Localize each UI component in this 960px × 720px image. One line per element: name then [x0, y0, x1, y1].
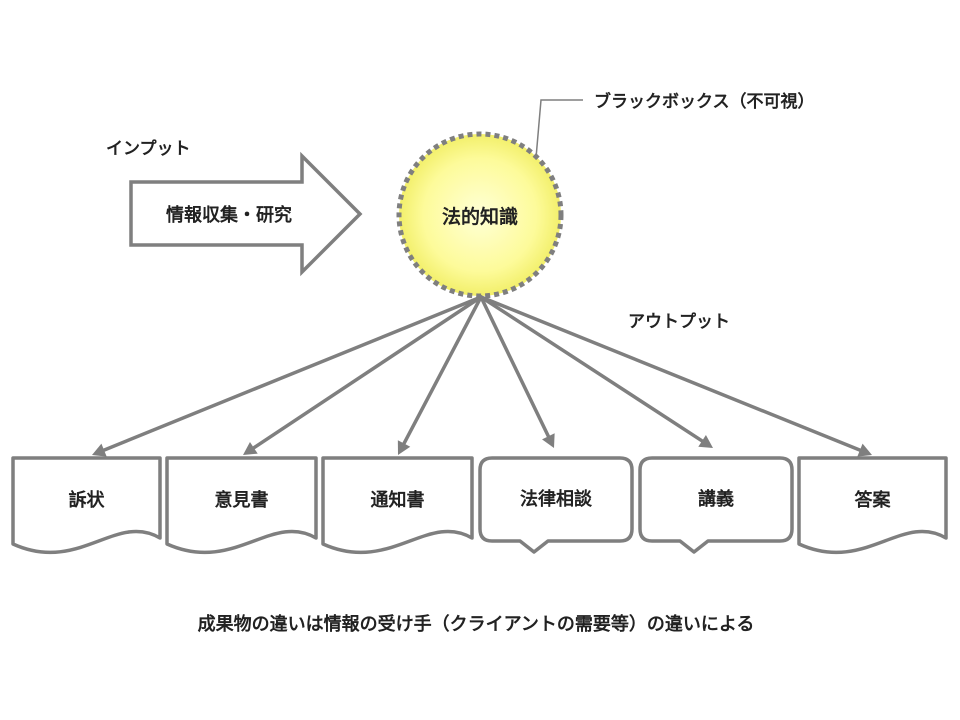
output-item-3: 通知書 — [321, 456, 474, 555]
core-knowledge: 法的知識 — [396, 131, 564, 299]
output-items: 訴状 意見書 通知書 法律相談 講義 答案 — [11, 456, 948, 555]
arrow-shaft — [402, 295, 483, 446]
arrow-head — [542, 433, 555, 448]
blackbox-label: ブラックボックス（不可視） — [594, 91, 815, 112]
arrow-head — [397, 440, 411, 455]
document-shape — [11, 456, 162, 555]
fan-arrow-2 — [243, 295, 483, 455]
blackbox-callout: ブラックボックス（不可視） — [535, 91, 815, 159]
arrow-head — [857, 443, 872, 457]
document-shape — [797, 456, 948, 555]
output-item-4: 法律相談 — [478, 456, 634, 554]
fan-arrow-1 — [92, 295, 483, 457]
fan-arrow-3 — [397, 295, 483, 455]
input-label: インプット — [106, 138, 191, 159]
output-item-label: 法律相談 — [520, 488, 593, 510]
output-item-label: 訴状 — [69, 489, 106, 511]
output-item-label: 意見書 — [215, 489, 269, 511]
core-label: 法的知識 — [442, 205, 518, 228]
output-item-2: 意見書 — [165, 456, 318, 555]
speech-bubble-shape — [638, 456, 794, 554]
document-shape — [321, 456, 474, 555]
input-arrow-label: 情報収集・研究 — [166, 204, 292, 226]
input-arrow: 情報収集・研究 — [129, 151, 363, 277]
arrow-shaft — [479, 295, 551, 439]
speech-bubble-shape — [478, 456, 634, 554]
input-arrow-shape — [129, 151, 363, 277]
callout-line — [535, 99, 583, 159]
output-arrows — [92, 295, 872, 457]
output-item-5: 講義 — [638, 456, 794, 554]
arrow-shaft — [102, 295, 483, 452]
arrow-shaft — [479, 295, 704, 443]
output-item-1: 訴状 — [11, 456, 162, 555]
arrow-head — [698, 435, 713, 448]
document-shape — [165, 456, 318, 555]
output-item-6: 答案 — [797, 456, 948, 555]
output-item-label: 通知書 — [371, 489, 425, 511]
footer-caption: 成果物の違いは情報の受け手（クライアントの需要等）の違いによる — [198, 613, 755, 635]
output-label: アウトプット — [628, 311, 730, 332]
fan-arrow-5 — [479, 295, 713, 448]
fan-arrow-6 — [479, 295, 872, 457]
fan-arrow-4 — [479, 295, 555, 448]
arrow-shaft — [479, 295, 862, 452]
arrow-head — [243, 441, 258, 455]
output-item-label: 答案 — [855, 489, 892, 511]
output-item-label: 講義 — [698, 488, 734, 510]
arrow-shaft — [252, 295, 483, 450]
arrow-head — [92, 443, 107, 457]
